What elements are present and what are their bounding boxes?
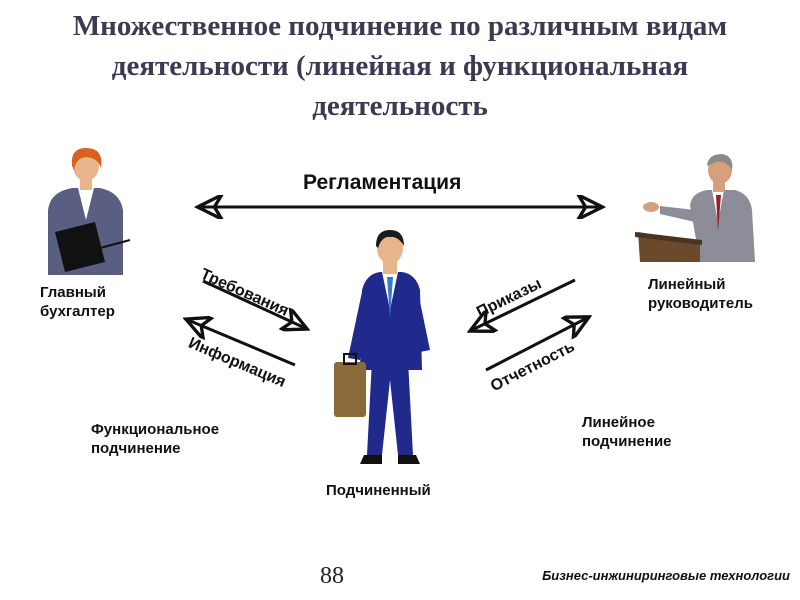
information-arrow (188, 320, 296, 367)
linear-line-2: подчинение (582, 433, 672, 450)
reglamentation-label: Регламентация (303, 171, 462, 194)
line-manager-line-2: руководитель (648, 295, 753, 312)
reporting-arrow (485, 318, 587, 372)
chief-accountant-line-2: бухгалтер (40, 303, 115, 320)
chief-accountant-line-1: Главный (40, 284, 106, 301)
linear-line-1: Линейное (582, 414, 655, 431)
requirements-arrow (202, 279, 305, 328)
chief-accountant-label: Главный бухгалтер (40, 283, 115, 321)
slide-title: Множественное подчинение по различным ви… (0, 6, 800, 126)
chief-accountant-figure (48, 148, 131, 275)
footer-text: Бизнес-инжиниринговые технологии (542, 568, 790, 583)
functional-line-1: Функциональное (91, 421, 220, 438)
subordinate-figure (334, 230, 430, 464)
title-line-3: деятельность (312, 90, 488, 122)
functional-line-2: подчинение (91, 440, 181, 457)
subordinate-label: Подчиненный (326, 482, 431, 499)
linear-subordination-label: Линейное подчинение (582, 413, 672, 451)
orders-arrow (472, 278, 576, 330)
line-manager-line-1: Линейный (648, 276, 726, 293)
slide-number: 88 (320, 563, 344, 589)
functional-subordination-label: Функциональное подчинение (91, 420, 219, 458)
line-manager-label: Линейный руководитель (648, 275, 753, 313)
title-line-1: Множественное подчинение по различным ви… (72, 10, 728, 42)
line-manager-figure (635, 154, 755, 262)
title-line-2: деятельности (линейная и функциональная (111, 50, 689, 82)
